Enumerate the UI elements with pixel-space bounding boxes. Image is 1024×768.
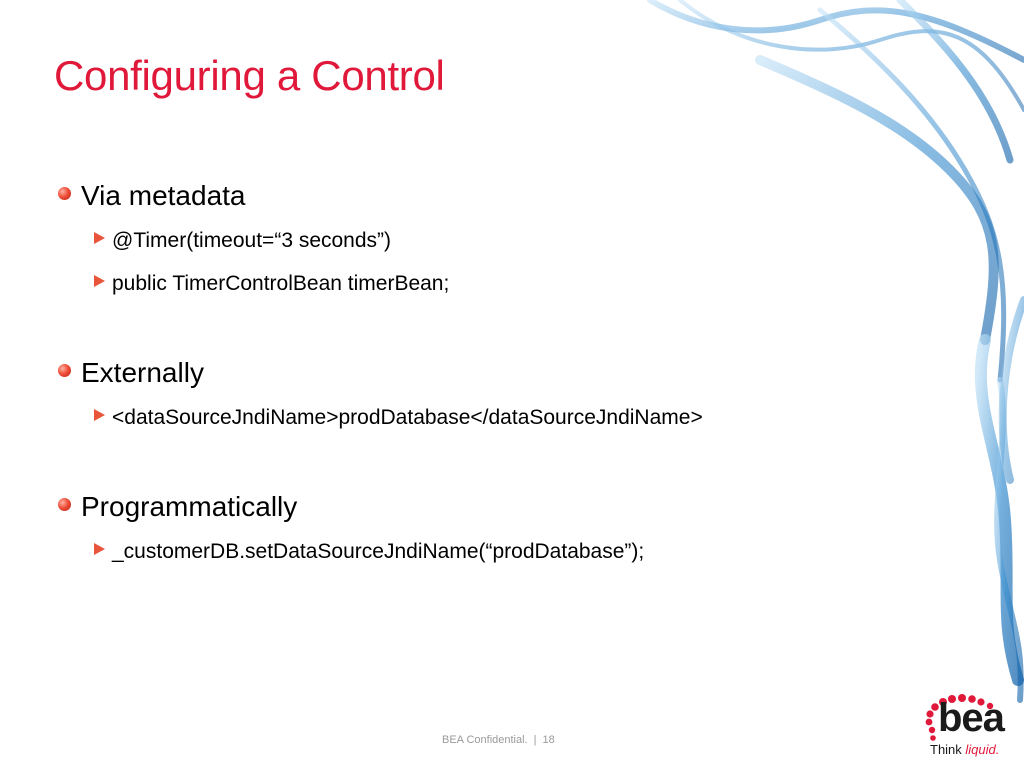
bea-logo: bea Think liquid. — [918, 690, 1018, 760]
sub-bullet-text: @Timer(timeout=“3 seconds”) — [112, 229, 392, 252]
bullet-programmatically: Programmatically — [58, 491, 297, 523]
red-dot-bullet-icon — [58, 186, 71, 200]
red-dot-bullet-icon — [58, 363, 71, 377]
footer-confidential: BEA Confidential. — [442, 734, 528, 746]
bullet-externally: Externally — [58, 357, 204, 389]
bullet-via-metadata: Via metadata — [58, 180, 246, 212]
sub-bullet: <dataSourceJndiName>prodDatabase</dataSo… — [94, 406, 703, 430]
sub-bullet-text: _customerDB.setDataSourceJndiName(“prodD… — [112, 540, 645, 563]
footer-separator: | — [533, 734, 537, 746]
bullet-text: Via metadata — [81, 180, 246, 211]
sub-bullet-text: <dataSourceJndiName>prodDatabase</dataSo… — [112, 406, 703, 429]
sub-bullet: @Timer(timeout=“3 seconds”) — [94, 229, 391, 253]
bullet-text: Programmatically — [81, 491, 298, 522]
arrow-bullet-icon — [94, 409, 105, 421]
sub-bullet: _customerDB.setDataSourceJndiName(“prodD… — [94, 540, 644, 564]
logo-wordmark: bea — [938, 696, 1005, 740]
arrow-bullet-icon — [94, 232, 105, 244]
logo-tagline: Think liquid. — [930, 742, 999, 757]
tagline-accent: liquid. — [965, 742, 1000, 757]
slide-title: Configuring a Control — [54, 52, 445, 99]
footer: BEA Confidential. | 18 — [442, 734, 555, 746]
sub-bullet: public TimerControlBean timerBean; — [94, 272, 449, 296]
arrow-bullet-icon — [94, 543, 105, 555]
arrow-bullet-icon — [94, 275, 105, 287]
sub-bullet-text: public TimerControlBean timerBean; — [112, 272, 450, 295]
logo-dots-icon — [925, 694, 994, 741]
bullet-text: Externally — [81, 357, 204, 388]
red-dot-bullet-icon — [58, 497, 71, 511]
tagline-prefix: Think — [930, 742, 966, 757]
page-number: 18 — [542, 734, 555, 746]
